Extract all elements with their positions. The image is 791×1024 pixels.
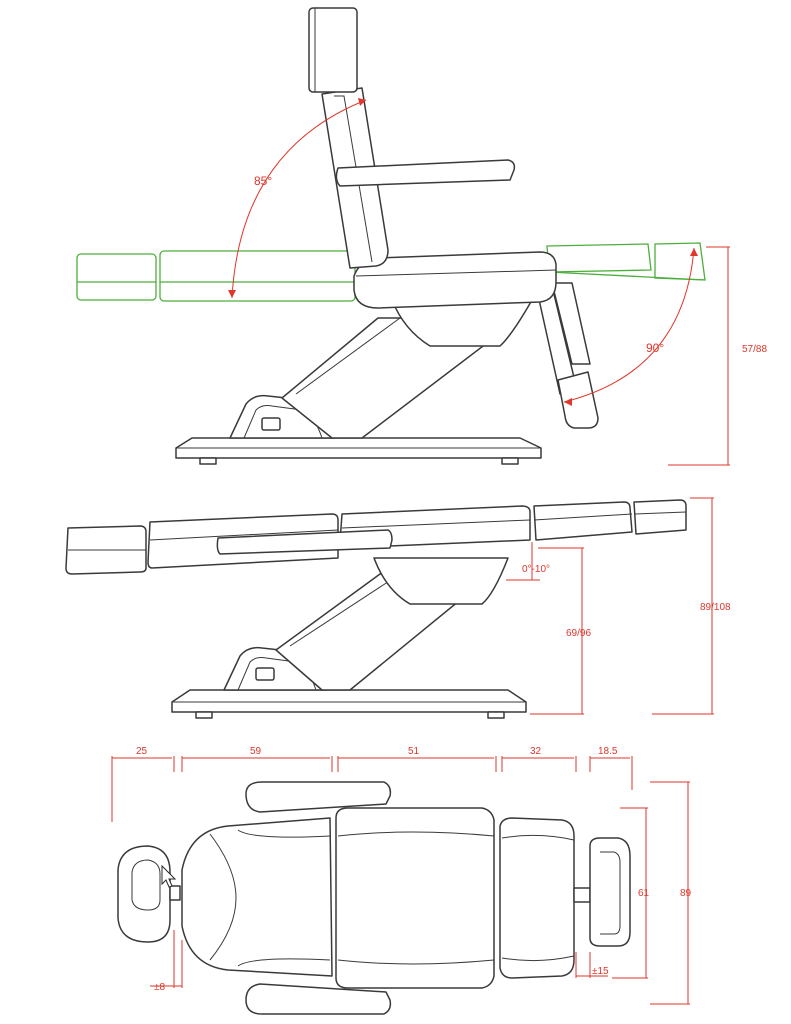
- back-angle-label: 85°: [254, 174, 272, 188]
- head-length-label: 25: [136, 746, 148, 757]
- seat-height-label: 57/88: [742, 344, 767, 355]
- width-total-label: 89: [680, 888, 692, 899]
- foot-pad: [633, 499, 687, 535]
- foot-offset-label: ±15: [592, 966, 609, 977]
- top-view: 25 59 51 32 18.5 89: [111, 746, 692, 1015]
- column: [281, 317, 521, 439]
- foot-rest: [557, 371, 599, 429]
- back-length-label: 59: [250, 746, 262, 757]
- width-bed-label: 61: [638, 888, 650, 899]
- leg-angle-label: 90°: [646, 341, 664, 355]
- armrest-bottom: [245, 983, 392, 1015]
- control-panel: [261, 417, 281, 431]
- armrest: [335, 159, 516, 187]
- mouse-cursor-icon: [161, 864, 177, 888]
- armrest-top: [245, 781, 392, 813]
- back-section: [181, 817, 333, 977]
- foot-rest-top: [589, 837, 631, 947]
- flat-view: 0°-10° 69/96 89/108: [65, 497, 731, 719]
- head-cushion: [117, 845, 171, 943]
- bed-height-label: 69/96: [566, 628, 591, 639]
- head-offset-label: ±8: [154, 982, 165, 993]
- legs-length-label: 32: [530, 746, 542, 757]
- side-view: 85° 90° 57/88: [76, 7, 767, 466]
- tilt-label: 0°-10°: [522, 564, 550, 575]
- foot-length-label: 18.5: [598, 746, 618, 757]
- headrest: [308, 7, 358, 93]
- leg-pad: [533, 501, 633, 541]
- seat-length-label: 51: [408, 746, 420, 757]
- total-height-label: 89/108: [700, 602, 731, 613]
- legs-section: [499, 817, 575, 979]
- seat-section: [335, 807, 495, 989]
